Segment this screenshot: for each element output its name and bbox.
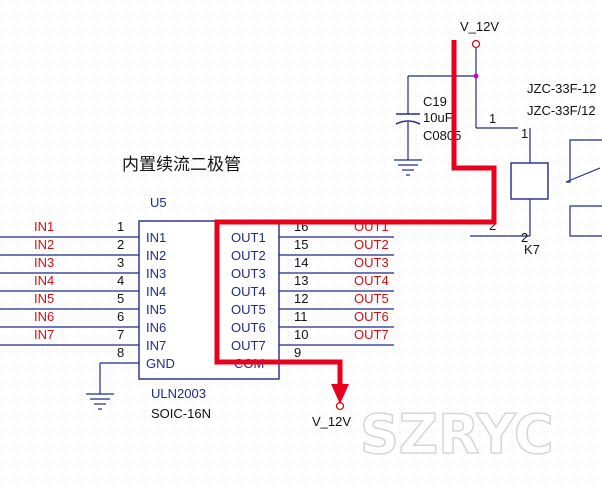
highlight-arrowhead (331, 384, 349, 404)
net-label-in1: IN1 (34, 219, 54, 234)
ic-part: ULN2003 (151, 386, 206, 401)
pin-num-15: 15 (294, 237, 308, 252)
net-label-out6: OUT6 (354, 309, 389, 324)
net-label-in5: IN5 (34, 291, 54, 306)
relay-refdes: K7 (524, 242, 540, 257)
net-label-in3: IN3 (34, 255, 54, 270)
relay-pin2-num: 2 (489, 218, 496, 233)
pin-num-7: 7 (117, 327, 124, 342)
net-label-out3: OUT3 (354, 255, 389, 270)
relay-coil-pin2: 2 (521, 230, 528, 245)
cap-refdes: C19 (423, 94, 447, 109)
pin-name-in1: IN1 (146, 230, 166, 245)
pin-name-in6: IN6 (146, 320, 166, 335)
pin-name-out4: OUT4 (231, 284, 266, 299)
ic-refdes: U5 (150, 195, 167, 210)
net-label-in7: IN7 (34, 327, 54, 342)
relay-contact-symbol (565, 139, 602, 237)
net-label-in2: IN2 (34, 237, 54, 252)
pin-num-6: 6 (117, 309, 124, 324)
pin-num-10: 10 (294, 327, 308, 342)
ic-left-pins (0, 236, 139, 364)
net-label-in4: IN4 (34, 273, 54, 288)
pin-num-13: 13 (294, 273, 308, 288)
annotation-title: 内置续流二极管 (122, 155, 241, 175)
capacitor-symbol[interactable] (395, 76, 421, 160)
pin-num-8: 8 (117, 345, 124, 360)
pin-num-1: 1 (117, 219, 124, 234)
pin-num-11: 11 (294, 309, 308, 324)
pin-name-out2: OUT2 (231, 248, 266, 263)
ic-right-pins (279, 236, 394, 364)
watermark: SZRYC (360, 403, 553, 466)
cap-value: 10uF (423, 110, 453, 125)
pin-name-gnd: GND (146, 356, 175, 371)
power-port-top[interactable] (471, 39, 481, 49)
pin-num-12: 12 (294, 291, 308, 306)
pin-name-in7: IN7 (146, 338, 166, 353)
power-label-bottom: V_12V (312, 414, 351, 429)
relay-pin1-num: 1 (489, 111, 496, 126)
pin-name-in3: IN3 (146, 266, 166, 281)
net-label-out5: OUT5 (354, 291, 389, 306)
pin-name-out6: OUT6 (231, 320, 266, 335)
relay-coil-pin1: 1 (521, 126, 528, 141)
pin-name-out1: OUT1 (231, 230, 266, 245)
pin-num-2: 2 (117, 237, 124, 252)
net-label-out4: OUT4 (354, 273, 389, 288)
pin-name-out5: OUT5 (231, 302, 266, 317)
ground-symbol-ic (86, 363, 114, 410)
power-label-top: V_12V (460, 19, 499, 34)
ic-package: SOIC-16N (151, 406, 211, 421)
pin-num-14: 14 (294, 255, 308, 270)
pin-num-3: 3 (117, 255, 124, 270)
ic-body[interactable] (138, 220, 280, 380)
relay-part-line2: JZC-33F/12 (527, 103, 596, 118)
pin-name-in4: IN4 (146, 284, 166, 299)
relay-part-line1: JZC-33F-12 (527, 81, 596, 96)
pin-name-out3: OUT3 (231, 266, 266, 281)
net-label-out7: OUT7 (354, 327, 389, 342)
relay-coil-symbol[interactable] (510, 128, 549, 236)
pin-name-in5: IN5 (146, 302, 166, 317)
junction-dot (473, 73, 479, 79)
pin-name-out7: OUT7 (231, 338, 266, 353)
highlight-current-path (214, 40, 497, 386)
pin-name-in2: IN2 (146, 248, 166, 263)
pin-num-4: 4 (117, 273, 124, 288)
pin-num-9: 9 (294, 345, 301, 360)
net-label-out2: OUT2 (354, 237, 389, 252)
net-label-in6: IN6 (34, 309, 54, 324)
pin-num-5: 5 (117, 291, 124, 306)
ground-symbol-cap (394, 159, 422, 176)
